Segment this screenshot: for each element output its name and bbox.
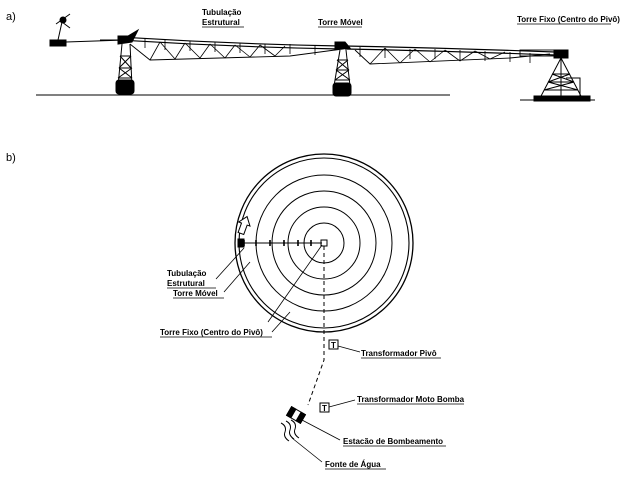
- pipe-span-2: [344, 45, 557, 65]
- end-gun: [49, 13, 126, 47]
- label-b-pivot-transformer: Transformador Pivô: [361, 349, 437, 358]
- leader-lines: [215, 247, 361, 463]
- lateral-line: [237, 238, 322, 248]
- label-b-moving-tower: Torre Móvel: [173, 289, 218, 298]
- panel-a-tag: a): [6, 11, 16, 23]
- tower-left: [100, 28, 140, 95]
- transformer-pump-symbol: T: [322, 404, 327, 413]
- transformer-pump-box: [319, 402, 330, 413]
- panel-a-side-view: [36, 13, 595, 102]
- rotation-arrow: [237, 215, 251, 236]
- water-source-icon: [280, 419, 300, 442]
- label-a-pipe-line2: Estrutural: [202, 18, 240, 27]
- panel-b-tag: b): [6, 152, 16, 164]
- power-line: [307, 246, 325, 406]
- pipe-span-1: [119, 36, 341, 61]
- label-b-pipe-line2: Estrutural: [167, 279, 205, 288]
- label-a-fixed-tower: Torre Fixo (Centro do Pivô): [517, 15, 620, 24]
- label-b-water-source: Fonte de Água: [325, 460, 381, 469]
- transformer-pivot-symbol: T: [331, 341, 336, 350]
- label-b-pumping-station: Estacão de Bombeamento: [343, 437, 443, 446]
- label-b-pipe-line1: Tubulação: [167, 269, 207, 278]
- pumping-station: [285, 405, 307, 425]
- center-reference-line: [267, 244, 323, 323]
- label-b-fixed-tower: Torre Fixo (Centro do Pivô): [160, 328, 263, 337]
- transformer-pivot-box: [328, 339, 339, 350]
- label-a-moving-tower: Torre Móvel: [318, 18, 363, 27]
- pivot-tower: [533, 49, 591, 102]
- label-a-pipe-line1: Tubulação: [202, 8, 242, 17]
- tower-middle: [332, 41, 352, 97]
- label-b-pump-transformer: Transformador Moto Bomba: [357, 395, 465, 404]
- panel-b-plan-view: [234, 153, 414, 442]
